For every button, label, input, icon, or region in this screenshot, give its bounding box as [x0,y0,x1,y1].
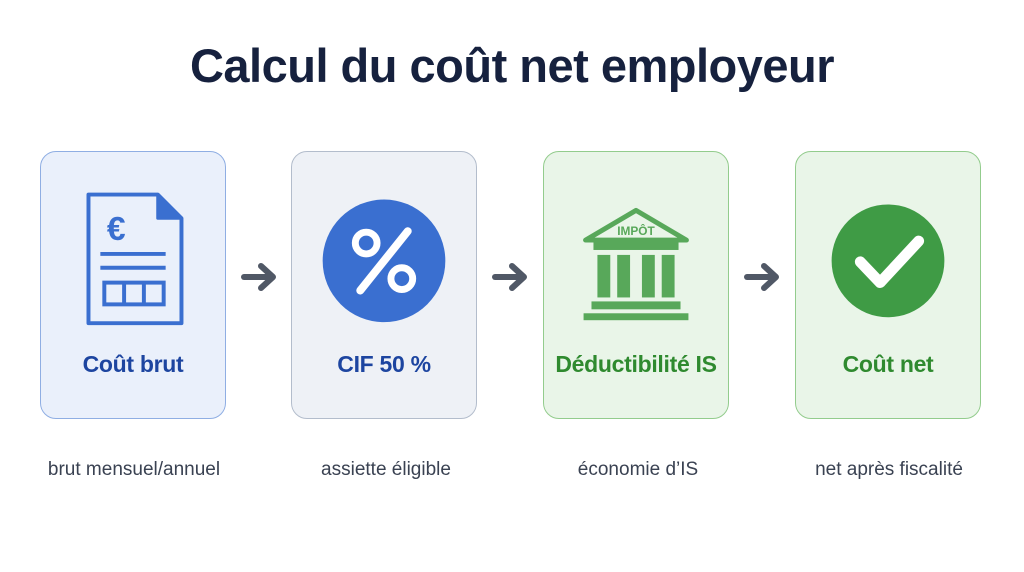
arrow-right-icon [744,263,779,291]
step-caption: économie d’IS [577,459,699,480]
arrow-right-icon [492,263,527,291]
step-card-cout-brut: € Coût brut [40,151,226,419]
step-caption: brut mensuel/annuel [47,459,221,480]
arrow-right-icon [241,263,276,291]
step-card-deductibilite: IMPÔT Déductibilité IS [543,151,729,419]
step-label: CIF 50 % [337,351,431,377]
step-card-cout-net: Coût net [795,151,981,419]
step-label: Coût brut [82,351,184,377]
impot-text: IMPÔT [617,223,655,238]
step-label: Déductibilité IS [555,351,717,377]
euro-document-icon: € [86,192,184,326]
percent-icon [322,199,446,323]
svg-text:€: € [107,211,126,248]
step-card-cif: CIF 50 % [291,151,477,419]
diagram-title: Calcul du coût net employeur [189,39,835,92]
step-caption: net après fiscalité [815,459,963,480]
checkmark-icon [831,204,945,318]
step-label: Coût net [842,351,934,377]
step-caption: assiette éligible [321,459,451,480]
bank-building-icon: IMPÔT [583,207,689,321]
